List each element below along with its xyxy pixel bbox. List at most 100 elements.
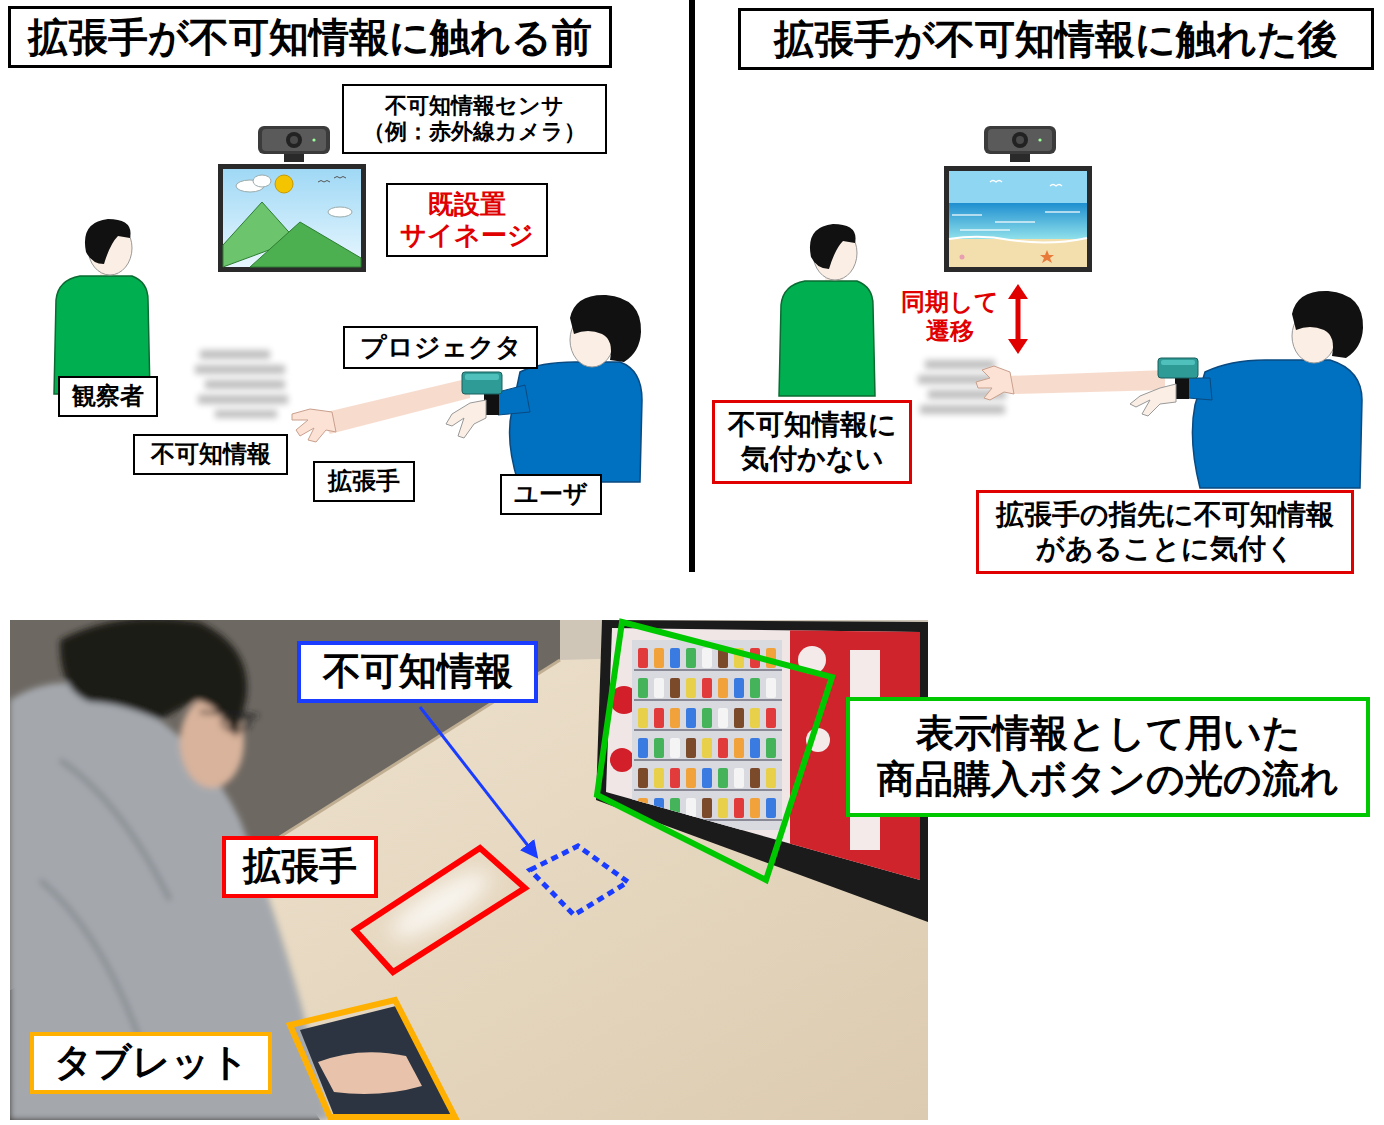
- photo: [10, 620, 928, 1120]
- sync-arrow: [1008, 339, 1028, 354]
- vending-machine-screen: [610, 748, 634, 772]
- projector-device: [1161, 360, 1195, 365]
- vending-bottles: [670, 738, 680, 758]
- signage-display: [944, 166, 1092, 272]
- box-text: タブレット: [54, 1040, 249, 1086]
- signage-display: [1040, 250, 1054, 263]
- leader-arrow: [420, 707, 536, 856]
- vending-bottles: [766, 768, 776, 788]
- webcam-icon: [1016, 136, 1024, 144]
- box-text: 不可知情報に 気付かない: [723, 408, 901, 475]
- box-text: 拡張手が不可知情報に触れた後: [774, 15, 1338, 63]
- signage-display: [218, 164, 366, 272]
- photo-callout: タブレット: [30, 1032, 272, 1094]
- signage-display: [250, 222, 361, 267]
- webcam-icon: [258, 126, 330, 154]
- vending-bottles: [638, 768, 648, 788]
- signage-display: [223, 169, 361, 267]
- extended-hand: [1008, 370, 1165, 394]
- signage-display: [253, 175, 271, 187]
- vending-bottles: [702, 648, 712, 668]
- webcam-icon: [1038, 138, 1041, 141]
- observer-label: 観察者: [58, 376, 158, 417]
- note-box: 拡張手の指先に不可知情報 があることに気付く: [976, 490, 1354, 574]
- vending-bottles: [766, 798, 776, 818]
- box-text: 表示情報として用いた 商品購入ボタンの光の流れ: [858, 711, 1358, 802]
- user-figure: [570, 295, 641, 362]
- webcam-icon: [290, 136, 298, 144]
- projector-device: [1158, 358, 1198, 378]
- sensor-label: 不可知情報センサ （例：赤外線カメラ）: [342, 84, 607, 154]
- observer-figure: [54, 219, 150, 394]
- box-text: 不可知情報: [323, 649, 513, 695]
- user-figure: [498, 385, 530, 415]
- signage-display: [275, 175, 293, 193]
- vending-bottles: [750, 768, 760, 788]
- vending-bottles: [750, 738, 760, 758]
- extended-hand: [292, 378, 470, 442]
- box-text: 拡張手が不可知情報に触れる前: [28, 13, 592, 61]
- projector-device: [465, 374, 499, 380]
- sync-arrow: [1016, 296, 1021, 342]
- vending-bottles: [702, 738, 712, 758]
- sync-label: 同期して 遷移: [896, 288, 1004, 346]
- tablet-photo: [318, 1052, 422, 1094]
- extended-hand: [292, 409, 336, 442]
- vending-bottles: [686, 738, 696, 758]
- webcam-icon: [312, 138, 315, 141]
- observer-figure: [779, 281, 875, 396]
- projector-device: [462, 372, 502, 394]
- unknowable-info-blur: [920, 405, 1005, 414]
- vending-bottles: [734, 768, 744, 788]
- photo-callout: 表示情報として用いた 商品購入ボタンの光の流れ: [846, 697, 1370, 817]
- unknowable-info-blur: [198, 395, 288, 404]
- observer-figure: [85, 219, 131, 264]
- info-label: 不可知情報: [133, 434, 288, 475]
- person-photo: [60, 620, 247, 738]
- webcam-icon: [286, 132, 302, 148]
- photo-callout: 不可知情報: [297, 641, 538, 703]
- vending-bottles: [686, 648, 696, 668]
- user-label: ユーザ: [500, 474, 602, 515]
- projector-device: [462, 372, 502, 394]
- webcam-icon: [984, 126, 1056, 154]
- unknowable-info-blur: [195, 365, 285, 374]
- vending-bottles: [702, 708, 712, 728]
- vending-bottles: [702, 798, 712, 818]
- user-figure: [1292, 291, 1363, 358]
- vending-bottles: [734, 708, 744, 728]
- user-figure: [510, 362, 642, 482]
- signage-display: [328, 207, 352, 217]
- vending-bottles: [686, 798, 696, 818]
- signage-display: [318, 177, 346, 183]
- panel-title: 拡張手が不可知情報に触れた後: [738, 8, 1374, 70]
- unknowable-info-blur: [925, 360, 995, 369]
- extended-hand: [976, 366, 1014, 400]
- user-figure: [446, 295, 642, 482]
- box-text: 観察者: [72, 382, 144, 411]
- vending-bottles: [638, 738, 648, 758]
- vending-bottles: [686, 678, 696, 698]
- box-text: 不可知情報: [151, 440, 271, 469]
- user-figure: [1130, 291, 1363, 488]
- vending-bottles: [634, 699, 782, 701]
- vending-bottles: [718, 708, 728, 728]
- box-text: ユーザ: [514, 480, 588, 509]
- box-text: 拡張手の指先に不可知情報 があることに気付く: [987, 498, 1343, 565]
- vending-bottles: [766, 708, 776, 728]
- person-photo: [222, 713, 250, 731]
- box-text: 拡張手: [243, 844, 357, 890]
- unknowable-info-blur: [200, 350, 270, 359]
- region-outlines: [597, 622, 832, 880]
- extended-hand: [318, 378, 470, 434]
- vending-bottles: [734, 738, 744, 758]
- vending-bottles: [670, 708, 680, 728]
- webcam-icon: [988, 129, 1052, 151]
- vending-bottles: [634, 819, 782, 821]
- sync-arrow: [1008, 284, 1028, 299]
- vending-bottles: [718, 768, 728, 788]
- webcam-icon: [984, 126, 1056, 162]
- box-text: 既設置 サイネージ: [396, 189, 538, 251]
- vending-bottles: [654, 708, 664, 728]
- vending-bottles: [670, 768, 680, 788]
